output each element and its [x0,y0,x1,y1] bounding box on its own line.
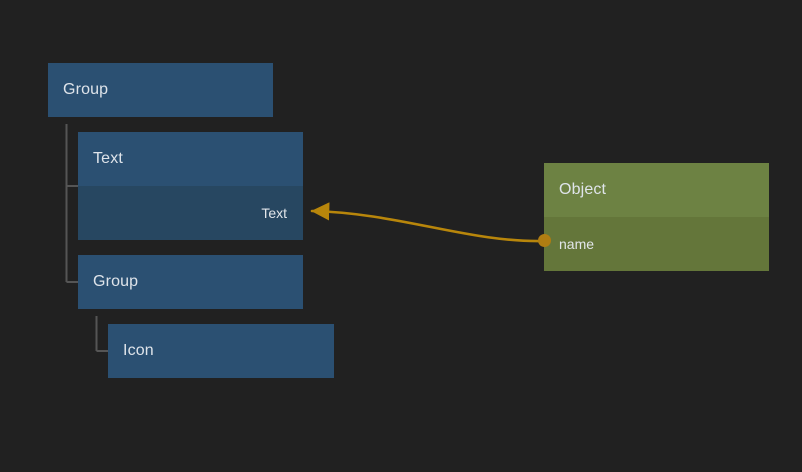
node-title: Object [559,181,607,198]
node-row-label: Text [261,205,287,221]
node-group-root[interactable]: Group [48,63,273,117]
connection-dot-icon[interactable] [538,234,551,247]
node-header[interactable]: Object [544,163,769,217]
node-title: Icon [123,342,154,359]
node-icon[interactable]: Icon [108,324,334,378]
node-row-label: name [559,236,595,252]
node-text[interactable]: Text Text [78,132,303,240]
node-header[interactable]: Icon [108,324,334,378]
node-row-text[interactable]: Text [78,186,303,240]
node-object[interactable]: Object name [544,163,769,271]
node-group-child[interactable]: Group [78,255,303,309]
edge-object-name-to-text[interactable] [310,202,547,243]
node-title: Group [93,273,139,290]
node-header[interactable]: Group [78,255,303,309]
node-title: Group [63,81,109,98]
node-header[interactable]: Text [78,132,303,186]
node-row-name[interactable]: name [544,217,769,271]
node-title: Text [93,150,123,167]
node-header[interactable]: Group [48,63,273,117]
